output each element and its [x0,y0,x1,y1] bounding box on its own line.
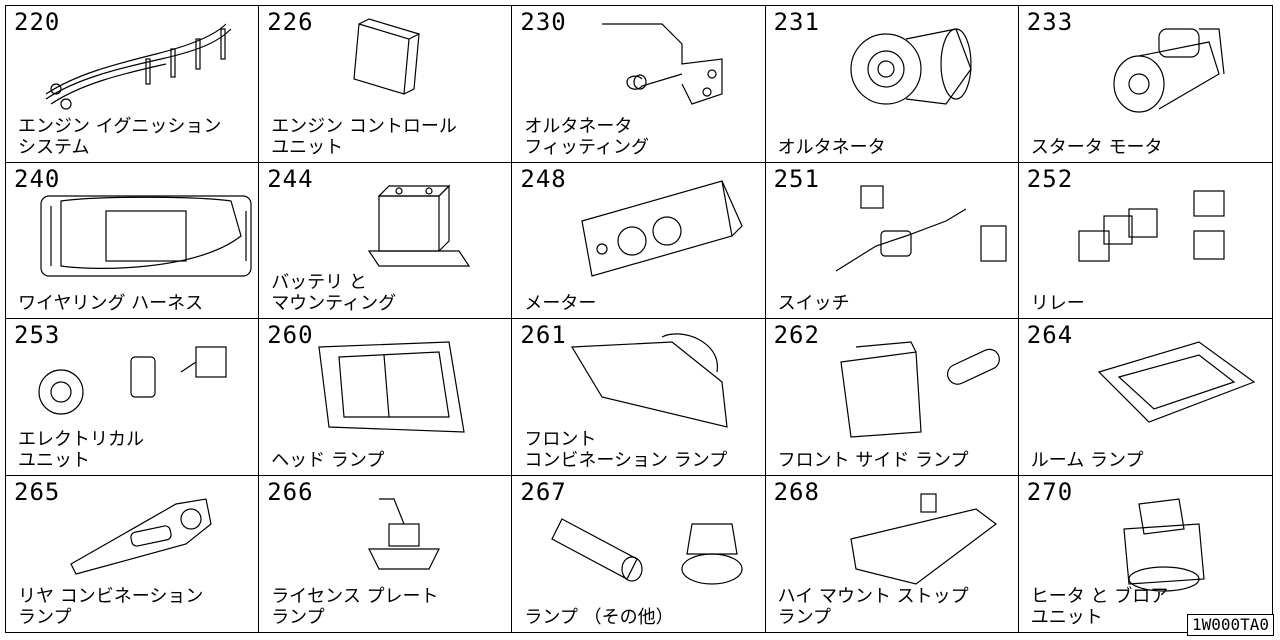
part-code: 244 [267,164,314,193]
catalog-cell-261[interactable]: 261 フロント コンビネーション ランプ [512,319,766,476]
part-code: 265 [14,477,61,506]
part-code: 233 [1026,8,1074,36]
part-code: 253 [14,321,61,349]
switch-icon [796,171,1016,286]
meter-icon [542,171,762,286]
high-mount-lamp-icon [796,484,1016,599]
bracket-icon [542,14,762,129]
part-code: 264 [1026,321,1074,349]
heater-blower-icon [1049,484,1269,599]
part-label: フロント サイド ランプ [777,449,969,471]
catalog-cell-253[interactable]: 253 エレクトリカル ユニット [6,319,260,476]
bulb-icon [542,484,762,599]
catalog-cell-240[interactable]: 240 ワイヤリング ハーネス [6,162,260,319]
part-label: ハイ マウント ストップ ランプ [777,586,969,628]
part-code: 267 [520,477,567,506]
catalog-cell-220[interactable]: 220 エンジン イグニッション システム [6,6,260,163]
car-harness-icon [36,171,256,286]
part-code: 268 [773,477,820,506]
control-unit-icon [289,14,509,129]
alternator-icon [796,14,1016,129]
battery-icon [289,171,509,286]
front-combination-lamp-icon [542,327,762,442]
part-label: ヒータ と ブロア ユニット [1030,586,1169,628]
part-code: 220 [14,8,61,36]
catalog-cell-233[interactable]: 233 スタータ モータ [1018,6,1272,163]
part-label: バッテリ と マウンティング [271,272,397,314]
catalog-cell-248[interactable]: 248 メーター [512,162,766,319]
part-code: 251 [773,164,820,193]
part-label: スタータ モータ [1030,136,1163,158]
part-label: リレー [1030,293,1085,314]
part-label: フロント コンビネーション ランプ [524,428,728,471]
part-code: 240 [14,164,61,193]
catalog-cell-231[interactable]: 231 オルタネータ [765,6,1019,163]
catalog-cell-268[interactable]: 268 ハイ マウント ストップ ランプ [766,475,1019,632]
catalog-cell-260[interactable]: 260 ヘッド ランプ [259,319,513,476]
relay-icon [1049,171,1269,286]
part-label: ルーム ランプ [1030,449,1144,471]
part-code: 270 [1026,477,1074,506]
part-label: オルタネータ [777,136,886,158]
part-code: 248 [520,164,567,193]
catalog-cell-266[interactable]: 266 ライセンス プレート ランプ [259,475,513,632]
part-label: エレクトリカル ユニット [18,428,144,471]
catalog-cell-251[interactable]: 251 スイッチ [765,162,1019,319]
part-label: メーター [524,293,597,314]
ignition-wire-icon [36,14,256,129]
headlamp-icon [289,327,509,442]
part-label: エンジン コントロール ユニット [271,115,457,158]
part-code: 226 [267,8,314,36]
license-lamp-icon [289,484,509,599]
part-code: 231 [773,8,820,36]
part-label: リヤ コンビネーション ランプ [18,586,204,628]
catalog-cell-252[interactable]: 252 リレー [1018,163,1272,319]
part-label: ヘッド ランプ [271,449,385,471]
reference-code: 1W000TA0 [1186,614,1274,636]
part-code: 230 [520,8,567,36]
part-code: 266 [267,477,314,506]
part-label: ライセンス プレート ランプ [271,586,439,628]
part-label: エンジン イグニッション システム [18,115,222,158]
catalog-cell-267[interactable]: 267 ランプ （その他） [512,475,766,632]
part-code: 262 [773,321,820,349]
room-lamp-icon [1049,327,1269,442]
catalog-cell-226[interactable]: 226 エンジン コントロール ユニット [259,6,513,163]
starter-motor-icon [1049,14,1269,129]
horn-icon [36,327,256,442]
catalog-cell-265[interactable]: 265 リヤ コンビネーション ランプ [6,475,260,632]
part-label: スイッチ [777,293,850,314]
catalog-cell-244[interactable]: 244 バッテリ と マウンティング [259,162,513,319]
rear-lamp-icon [36,484,256,599]
catalog-cell-264[interactable]: 264 ルーム ランプ [1018,319,1272,476]
part-code: 261 [520,321,567,349]
part-code: 260 [267,321,314,349]
part-code: 252 [1026,164,1074,193]
part-label: オルタネータ フィッティング [524,115,649,158]
part-label: ワイヤリング ハーネス [18,293,204,314]
part-label: ランプ （その他） [524,607,674,628]
catalog-cell-270[interactable]: 270 ヒータ と ブロア ユニット [1019,476,1272,633]
catalog-cell-230[interactable]: 230 オルタネータ フィッティング [512,6,766,163]
catalog-cell-262[interactable]: 262 フロント サイド ランプ [765,319,1019,476]
side-lamp-icon [796,327,1016,442]
parts-catalog-grid: 220 エンジン イグニッション システム 226 エンジン コントロール ユニ… [5,5,1273,633]
